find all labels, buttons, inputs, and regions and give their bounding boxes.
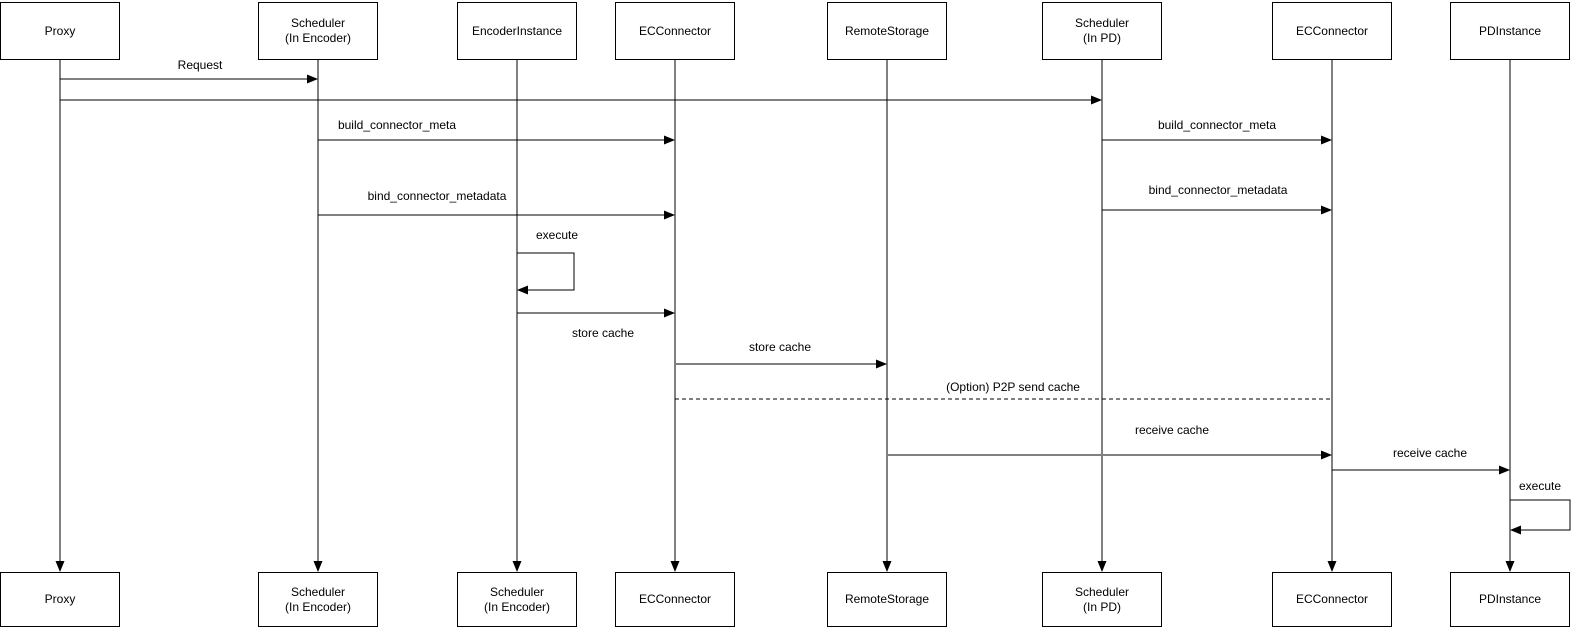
- lifeline-arrowhead-scheduler-encoder: [313, 561, 323, 572]
- arrowhead-receive-cache-pd: [1499, 465, 1510, 475]
- lifeline-arrowhead-ec-connector-encoder: [670, 561, 680, 572]
- actor-box-bottom-proxy: Proxy: [0, 572, 120, 627]
- arrowhead-execute-encoder: [517, 285, 528, 295]
- actor-box-bottom-scheduler-encoder: Scheduler (In Encoder): [258, 572, 378, 627]
- arrowhead-store-cache-remote: [876, 359, 887, 369]
- actor-box-top-encoder-instance: EncoderInstance: [457, 2, 577, 60]
- lifeline-arrowhead-scheduler-pd: [1097, 561, 1107, 572]
- message-label-store-cache-connector: store cache: [571, 326, 635, 340]
- message-label-execute-pd: execute: [1518, 479, 1562, 493]
- message-label-p2p-send-cache: (Option) P2P send cache: [946, 380, 1080, 394]
- message-label-build-connector-meta-encoder: build_connector_meta: [337, 118, 457, 132]
- lifeline-arrowhead-encoder-instance: [512, 561, 522, 572]
- message-label-build-connector-meta-pd: build_connector_meta: [1157, 118, 1277, 132]
- actor-box-bottom-pd-instance: PDInstance: [1450, 572, 1570, 627]
- actor-box-top-ec-connector-pd: ECConnector: [1272, 2, 1392, 60]
- actor-box-bottom-encoder-instance: Scheduler (In Encoder): [457, 572, 577, 627]
- arrowhead-request: [307, 74, 318, 84]
- actor-box-top-pd-instance: PDInstance: [1450, 2, 1570, 60]
- message-label-request: Request: [177, 58, 223, 72]
- actor-box-bottom-remote-storage: RemoteStorage: [827, 572, 947, 627]
- message-label-bind-connector-metadata-encoder: bind_connector_metadata: [367, 189, 507, 203]
- message-execute-encoder: [517, 252, 575, 291]
- arrowhead-store-cache-connector: [664, 308, 675, 318]
- lifeline-arrowhead-proxy: [55, 561, 65, 572]
- actor-box-top-ec-connector-encoder: ECConnector: [615, 2, 735, 60]
- arrowhead-build-connector-meta-pd: [1321, 135, 1332, 145]
- arrowhead-request-forward: [1091, 95, 1102, 105]
- arrowhead-receive-cache-remote: [1321, 450, 1332, 460]
- arrowhead-bind-connector-metadata-encoder: [664, 210, 675, 220]
- arrowhead-execute-pd: [1510, 525, 1521, 535]
- message-label-store-cache-remote: store cache: [748, 340, 812, 354]
- actor-box-top-proxy: Proxy: [0, 2, 120, 60]
- message-label-receive-cache-remote: receive cache: [1134, 423, 1210, 437]
- actor-box-bottom-scheduler-pd: Scheduler (In PD): [1042, 572, 1162, 627]
- actor-box-bottom-ec-connector-encoder: ECConnector: [615, 572, 735, 627]
- actor-box-top-remote-storage: RemoteStorage: [827, 2, 947, 60]
- lifeline-arrowhead-ec-connector-pd: [1327, 561, 1337, 572]
- message-label-bind-connector-metadata-pd: bind_connector_metadata: [1148, 183, 1288, 197]
- arrowhead-build-connector-meta-encoder: [664, 135, 675, 145]
- message-execute-pd: [1510, 499, 1571, 531]
- message-label-execute-encoder: execute: [535, 228, 579, 242]
- lifeline-arrowhead-pd-instance: [1505, 561, 1515, 572]
- lifeline-arrowhead-remote-storage: [882, 561, 892, 572]
- actor-box-top-scheduler-pd: Scheduler (In PD): [1042, 2, 1162, 60]
- arrowhead-bind-connector-metadata-pd: [1321, 205, 1332, 215]
- message-label-receive-cache-pd: receive cache: [1392, 446, 1468, 460]
- actor-box-top-scheduler-encoder: Scheduler (In Encoder): [258, 2, 378, 60]
- actor-box-bottom-ec-connector-pd: ECConnector: [1272, 572, 1392, 627]
